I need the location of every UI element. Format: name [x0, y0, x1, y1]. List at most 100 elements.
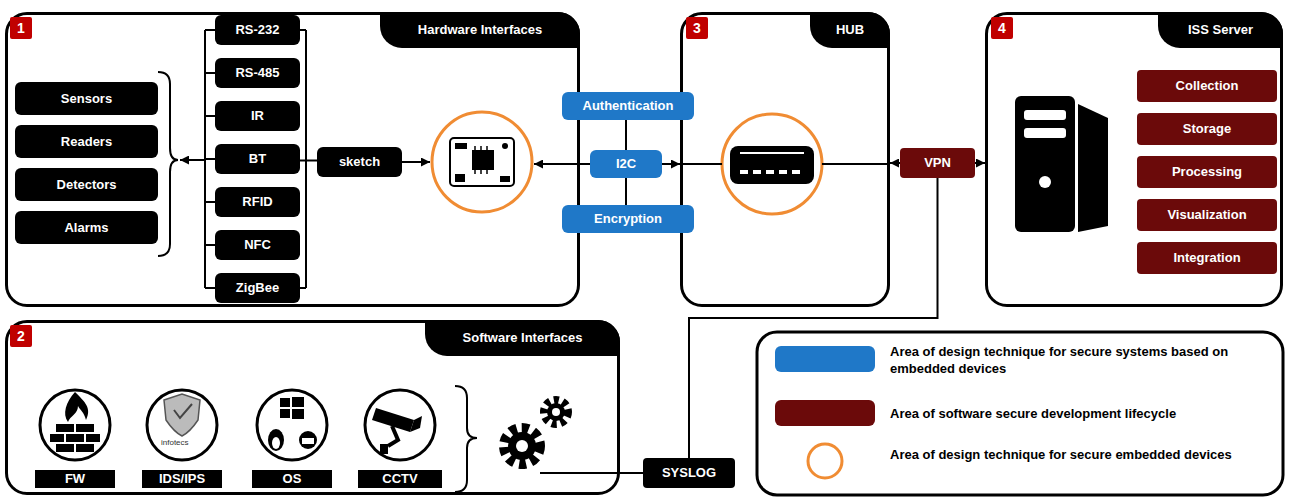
server-icon	[1015, 96, 1108, 232]
bracket	[158, 72, 178, 256]
device-box: Sensors	[15, 82, 158, 115]
arrow	[402, 161, 430, 163]
interface-box: BT	[215, 144, 300, 174]
interface-box: RS-232	[215, 15, 300, 45]
box-label: Encryption	[594, 211, 662, 227]
legend-swatch	[775, 400, 875, 426]
callout-number-text: 4	[998, 20, 1006, 36]
box-label: IDS/IPS	[159, 471, 205, 487]
callout-number: 1	[10, 17, 32, 39]
box-label: Processing	[1172, 164, 1242, 180]
icon-caption-bar: CCTV	[358, 470, 442, 488]
hub-circle	[722, 114, 822, 214]
cctv-icon	[365, 390, 435, 460]
sketch-box: sketch	[317, 147, 402, 177]
connector	[662, 163, 680, 165]
box-label: RFID	[242, 194, 272, 210]
legend-swatch	[775, 346, 875, 372]
box-label: ZigBee	[236, 280, 279, 296]
box-label: VPN	[924, 155, 951, 171]
box-label: OS	[283, 471, 302, 487]
callout-number-text: 3	[693, 20, 701, 36]
icon-caption-bar: OS	[252, 470, 332, 488]
box-label: Alarms	[64, 220, 108, 236]
server-panel: ISS Server 4CollectionStorageProcessingVi…	[985, 12, 1283, 307]
callout-number: 2	[10, 325, 32, 347]
interface-box: NFC	[215, 230, 300, 260]
box-label: Storage	[1183, 121, 1231, 137]
wire	[683, 163, 722, 165]
callout-number: 4	[991, 17, 1013, 39]
bus-box: I2C	[590, 150, 662, 178]
connector	[890, 162, 900, 164]
legend-text: Area of design technique for secure embe…	[890, 446, 1270, 463]
security-box: Authentication	[562, 92, 694, 120]
box-label: Detectors	[57, 177, 117, 193]
panel-heading: Software Interfaces	[425, 320, 620, 356]
function-box: Collection	[1137, 70, 1277, 102]
connector	[625, 120, 627, 150]
panel-heading: Hardware Interfaces	[380, 12, 580, 48]
logo-text: infotecs	[161, 438, 189, 447]
hub-panel: HUB 3	[680, 12, 890, 307]
box-label: Collection	[1176, 78, 1239, 94]
box-label: RS-485	[235, 65, 279, 81]
legend-text: Area of software secure development life…	[890, 405, 1270, 422]
interface-box: IR	[215, 101, 300, 131]
box-label: Visualization	[1167, 207, 1246, 223]
function-box: Storage	[1137, 113, 1277, 145]
box-label: sketch	[339, 154, 380, 170]
arrow	[534, 163, 590, 165]
legend-text: Area of design technique for secure syst…	[890, 343, 1270, 377]
vpn-box: VPN	[900, 148, 975, 178]
panel-heading: ISS Server	[1158, 12, 1283, 48]
box-label: SYSLOG	[662, 465, 716, 481]
box-label: BT	[249, 151, 266, 167]
legend-circle-sample	[808, 444, 842, 478]
icon-caption-bar: FW	[35, 470, 115, 488]
panel-heading: HUB	[810, 12, 890, 48]
box-label: Readers	[61, 134, 112, 150]
connector	[300, 160, 317, 162]
box-label: RS-232	[235, 22, 279, 38]
function-box: Processing	[1137, 156, 1277, 188]
os-icon	[257, 390, 327, 460]
box-label: IR	[251, 108, 264, 124]
firewall-icon	[40, 390, 110, 460]
callout-number-text: 2	[17, 328, 25, 344]
ids-ips-icon	[147, 390, 217, 460]
interface-box: RS-485	[215, 58, 300, 88]
hub-icon	[730, 146, 814, 184]
hardware-panel: Hardware Interfaces 1SensorsReadersDetect…	[5, 12, 580, 307]
bus-stubs	[205, 30, 306, 288]
interface-box: RFID	[215, 187, 300, 217]
connector	[975, 162, 985, 164]
callout-number-text: 1	[17, 20, 25, 36]
function-box: Visualization	[1137, 199, 1277, 231]
wire	[540, 472, 618, 474]
gears-icon	[504, 400, 568, 464]
board-icon	[450, 138, 514, 186]
embedded-device-circle	[432, 112, 532, 212]
connector	[625, 178, 627, 205]
box-label: Sensors	[61, 91, 112, 107]
software-panel: Software Interfaces 2FW IDS/IPS OS CCTV	[5, 320, 620, 495]
box-label: Integration	[1173, 250, 1240, 266]
device-box: Readers	[15, 125, 158, 158]
box-label: NFC	[244, 237, 271, 253]
arrow	[180, 159, 205, 161]
connector	[620, 472, 643, 474]
box-label: FW	[65, 471, 85, 487]
callout-number: 3	[686, 17, 708, 39]
security-box: Encryption	[562, 205, 694, 233]
function-box: Integration	[1137, 242, 1277, 274]
device-box: Detectors	[15, 168, 158, 201]
box-label: I2C	[616, 156, 636, 172]
bracket	[455, 386, 477, 492]
box-label: CCTV	[382, 471, 417, 487]
device-box: Alarms	[15, 211, 158, 244]
box-label: Authentication	[583, 98, 674, 114]
icon-caption-bar: IDS/IPS	[142, 470, 222, 488]
